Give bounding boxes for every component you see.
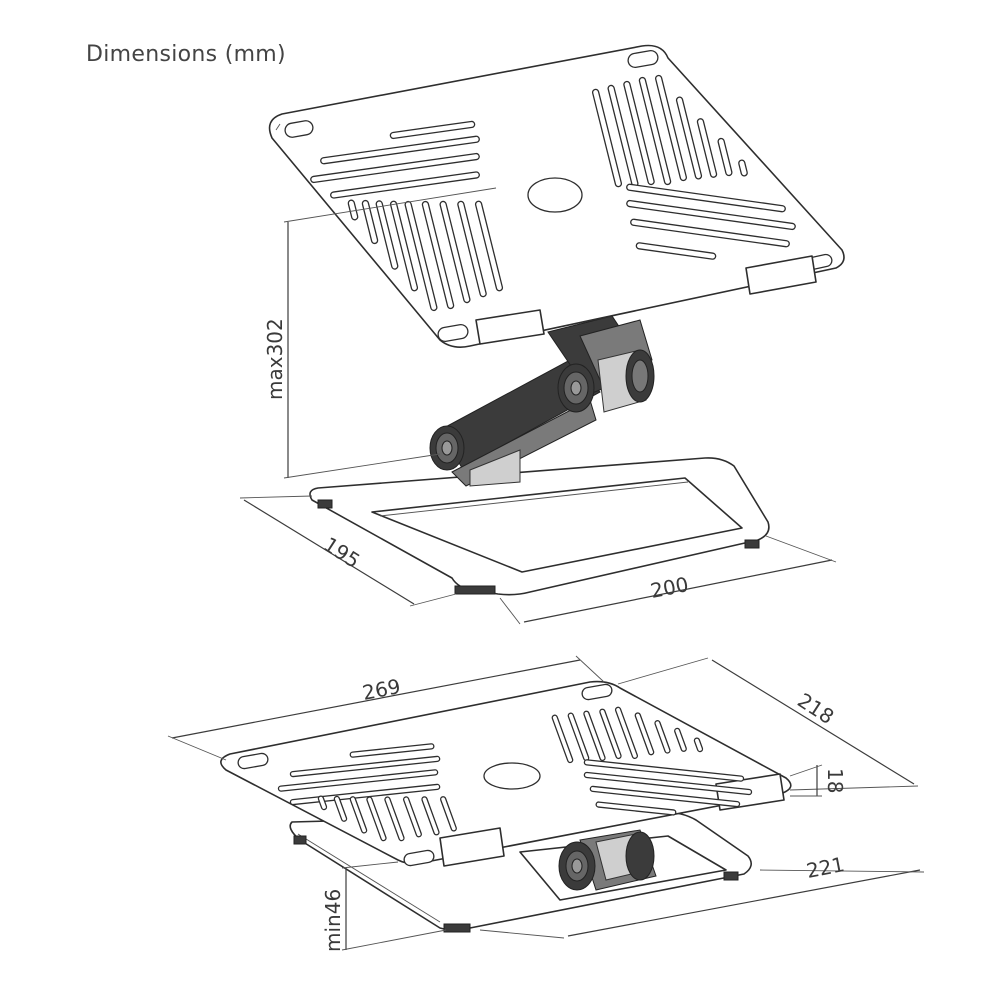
base-plate (309, 457, 770, 596)
dim-min-height: min46 (321, 861, 447, 952)
base-width-label: 200 (648, 572, 690, 603)
folded-vent-slots-left-horizontal (277, 743, 441, 806)
vent-slots-left-vertical (347, 199, 504, 312)
page-title: Dimensions (mm) (86, 42, 286, 67)
folded-vent-slots-right-vertical (551, 706, 704, 764)
folded-depth-label: 221 (804, 852, 846, 883)
vent-slots-right-vertical (591, 74, 748, 188)
vent-slots-right-horizontal (626, 183, 796, 260)
plate-thickness-label: 18 (823, 768, 847, 793)
folded-vent-slots-right-horizontal (583, 759, 753, 816)
dim-base-width: 200 (499, 535, 837, 625)
folded-hinge (558, 829, 657, 891)
plate-depth-label: 218 (793, 688, 838, 729)
dim-plate-thickness: 18 (789, 764, 847, 797)
laptop-plate-top (268, 44, 845, 348)
hinge-knob-upper (625, 349, 655, 403)
folded-vent-slots-left-vertical (317, 795, 457, 842)
laptop-plate-folded (220, 680, 792, 867)
dim-max-height: max302 (263, 187, 497, 479)
extended-stand: max302 195 200 (239, 44, 845, 625)
base-depth-label: 195 (319, 532, 364, 573)
max-height-label: max302 (263, 318, 287, 400)
hinge-knob-lower (429, 425, 465, 471)
plate-width-label: 269 (360, 674, 402, 705)
folded-stand: 269 218 18 221 min46 (167, 655, 925, 952)
vent-slots-left-horizontal (310, 120, 480, 199)
min-height-label: min46 (321, 889, 345, 952)
